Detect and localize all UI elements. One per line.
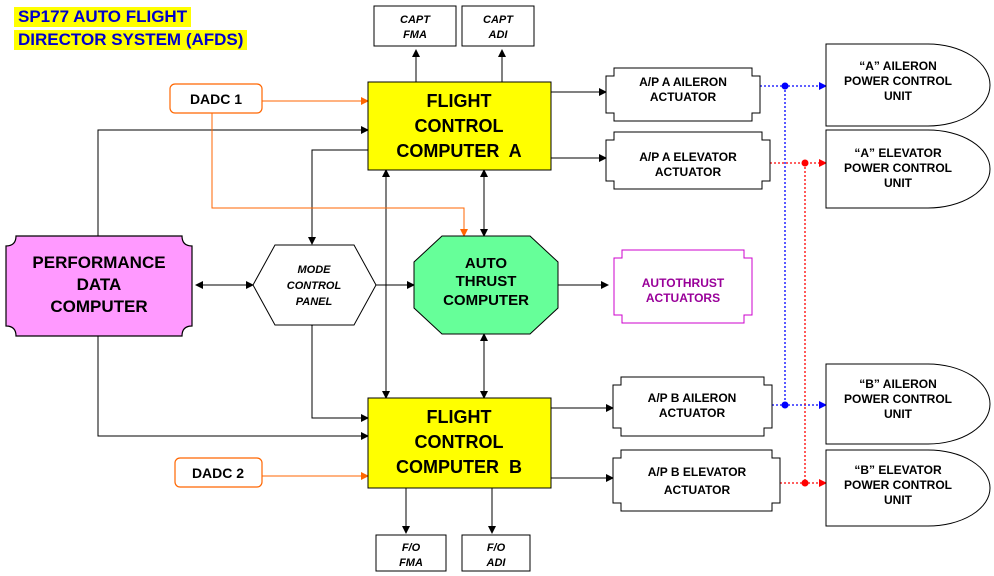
pcu-a-aileron-line1: “A” AILERON bbox=[859, 59, 937, 73]
atc-line3: COMPUTER bbox=[443, 292, 529, 309]
pcu-a-aileron: “A” AILERON POWER CONTROL UNIT bbox=[825, 43, 991, 127]
dadc-2-box: DADC 2 bbox=[174, 457, 263, 488]
ap-b-elevator-line2: ACTUATOR bbox=[664, 483, 731, 497]
pcu-b-aileron-line1: “B” AILERON bbox=[859, 377, 937, 391]
capt-adi-line2: ADI bbox=[488, 29, 509, 41]
fo-fma-line2: FMA bbox=[399, 557, 423, 569]
capt-fma-box: CAPT FMA bbox=[373, 5, 457, 47]
elevator-junction-bottom bbox=[801, 479, 809, 487]
flight-control-computer-b: FLIGHT CONTROL COMPUTER B bbox=[367, 397, 552, 489]
mcp-line1: MODE bbox=[298, 264, 332, 276]
mode-control-panel: MODE CONTROL PANEL bbox=[252, 244, 377, 326]
diagram-title-line1: SP177 AUTO FLIGHT bbox=[14, 7, 192, 27]
ap-b-aileron-line2: ACTUATOR bbox=[659, 406, 726, 420]
pcu-a-elevator-line3: UNIT bbox=[884, 176, 913, 190]
pcu-b-aileron: “B” AILERON POWER CONTROL UNIT bbox=[825, 363, 991, 445]
mcp-line3: PANEL bbox=[296, 296, 333, 308]
ap-b-elevator-line1: A/P B ELEVATOR bbox=[648, 465, 747, 479]
fcc-a-line2: CONTROL bbox=[415, 116, 504, 136]
autothrust-actuators: AUTOTHRUST ACTUATORS bbox=[613, 249, 753, 324]
capt-fma-line2: FMA bbox=[403, 29, 427, 41]
at-actuators-line2: ACTUATORS bbox=[646, 291, 720, 305]
pcu-a-elevator-line2: POWER CONTROL bbox=[844, 161, 952, 175]
fcc-b-line2: CONTROL bbox=[415, 432, 504, 452]
dadc-1-label: DADC 1 bbox=[190, 91, 242, 107]
capt-fma-line1: CAPT bbox=[400, 14, 431, 26]
fcc-a-line1: FLIGHT bbox=[427, 91, 492, 111]
at-actuators-line1: AUTOTHRUST bbox=[642, 276, 725, 290]
dadc-1-box: DADC 1 bbox=[169, 83, 263, 114]
ap-a-elevator-line1: A/P A ELEVATOR bbox=[639, 150, 737, 164]
pcu-a-elevator: “A” ELEVATOR POWER CONTROL UNIT bbox=[825, 129, 991, 209]
ap-a-elevator-actuator: A/P A ELEVATOR ACTUATOR bbox=[605, 131, 771, 190]
ap-a-elevator-line2: ACTUATOR bbox=[655, 165, 722, 179]
pcu-b-elevator-line1: “B” ELEVATOR bbox=[854, 463, 942, 477]
connectors bbox=[97, 49, 614, 534]
atc-line2: THRUST bbox=[456, 273, 517, 290]
pcu-b-elevator: “B” ELEVATOR POWER CONTROL UNIT bbox=[825, 449, 991, 527]
ap-a-aileron-line1: A/P A AILERON bbox=[639, 75, 727, 89]
aileron-connectors bbox=[760, 82, 827, 409]
fo-adi-line2: ADI bbox=[486, 557, 507, 569]
pcu-a-aileron-line2: POWER CONTROL bbox=[844, 74, 952, 88]
ap-b-elevator-actuator: A/P B ELEVATOR ACTUATOR bbox=[612, 449, 781, 512]
elevator-junction-top bbox=[801, 159, 809, 167]
dadc-2-label: DADC 2 bbox=[192, 465, 244, 481]
diagram-title-line2: DIRECTOR SYSTEM (AFDS) bbox=[14, 30, 248, 50]
mcp-line2: CONTROL bbox=[287, 280, 342, 292]
pcu-b-elevator-line2: POWER CONTROL bbox=[844, 478, 952, 492]
fo-adi-line1: F/O bbox=[487, 542, 506, 554]
atc-line1: AUTO bbox=[465, 255, 508, 272]
ap-b-aileron-line1: A/P B AILERON bbox=[648, 391, 737, 405]
pdc-line1: PERFORMANCE bbox=[32, 253, 165, 272]
pcu-a-elevator-line1: “A” ELEVATOR bbox=[854, 146, 942, 160]
pcu-b-elevator-line3: UNIT bbox=[884, 493, 913, 507]
fo-fma-box: F/O FMA bbox=[375, 534, 447, 572]
flight-control-computer-a: FLIGHT CONTROL COMPUTER A bbox=[367, 81, 552, 171]
ap-b-aileron-actuator: A/P B AILERON ACTUATOR bbox=[612, 376, 773, 437]
fo-adi-box: F/O ADI bbox=[461, 534, 531, 572]
pdc-line3: COMPUTER bbox=[50, 297, 147, 316]
pdc-line2: DATA bbox=[77, 275, 122, 294]
performance-data-computer: PERFORMANCE DATA COMPUTER bbox=[5, 235, 193, 337]
fcc-b-line1: FLIGHT bbox=[427, 407, 492, 427]
fcc-b-line3: COMPUTER B bbox=[396, 457, 522, 477]
ap-a-aileron-actuator: A/P A AILERON ACTUATOR bbox=[605, 67, 761, 122]
capt-adi-line1: CAPT bbox=[483, 14, 514, 26]
pcu-b-aileron-line3: UNIT bbox=[884, 407, 913, 421]
fo-fma-line1: F/O bbox=[402, 542, 421, 554]
aileron-junction-top bbox=[781, 82, 789, 90]
elevator-connectors bbox=[770, 159, 827, 487]
fcc-a-line3: COMPUTER A bbox=[396, 141, 521, 161]
ap-a-aileron-line2: ACTUATOR bbox=[650, 90, 717, 104]
auto-thrust-computer: AUTO THRUST COMPUTER bbox=[413, 235, 559, 335]
dadc-connectors bbox=[211, 97, 468, 480]
aileron-junction-bottom bbox=[781, 401, 789, 409]
pcu-b-aileron-line2: POWER CONTROL bbox=[844, 392, 952, 406]
pcu-a-aileron-line3: UNIT bbox=[884, 89, 913, 103]
capt-adi-box: CAPT ADI bbox=[461, 5, 535, 47]
